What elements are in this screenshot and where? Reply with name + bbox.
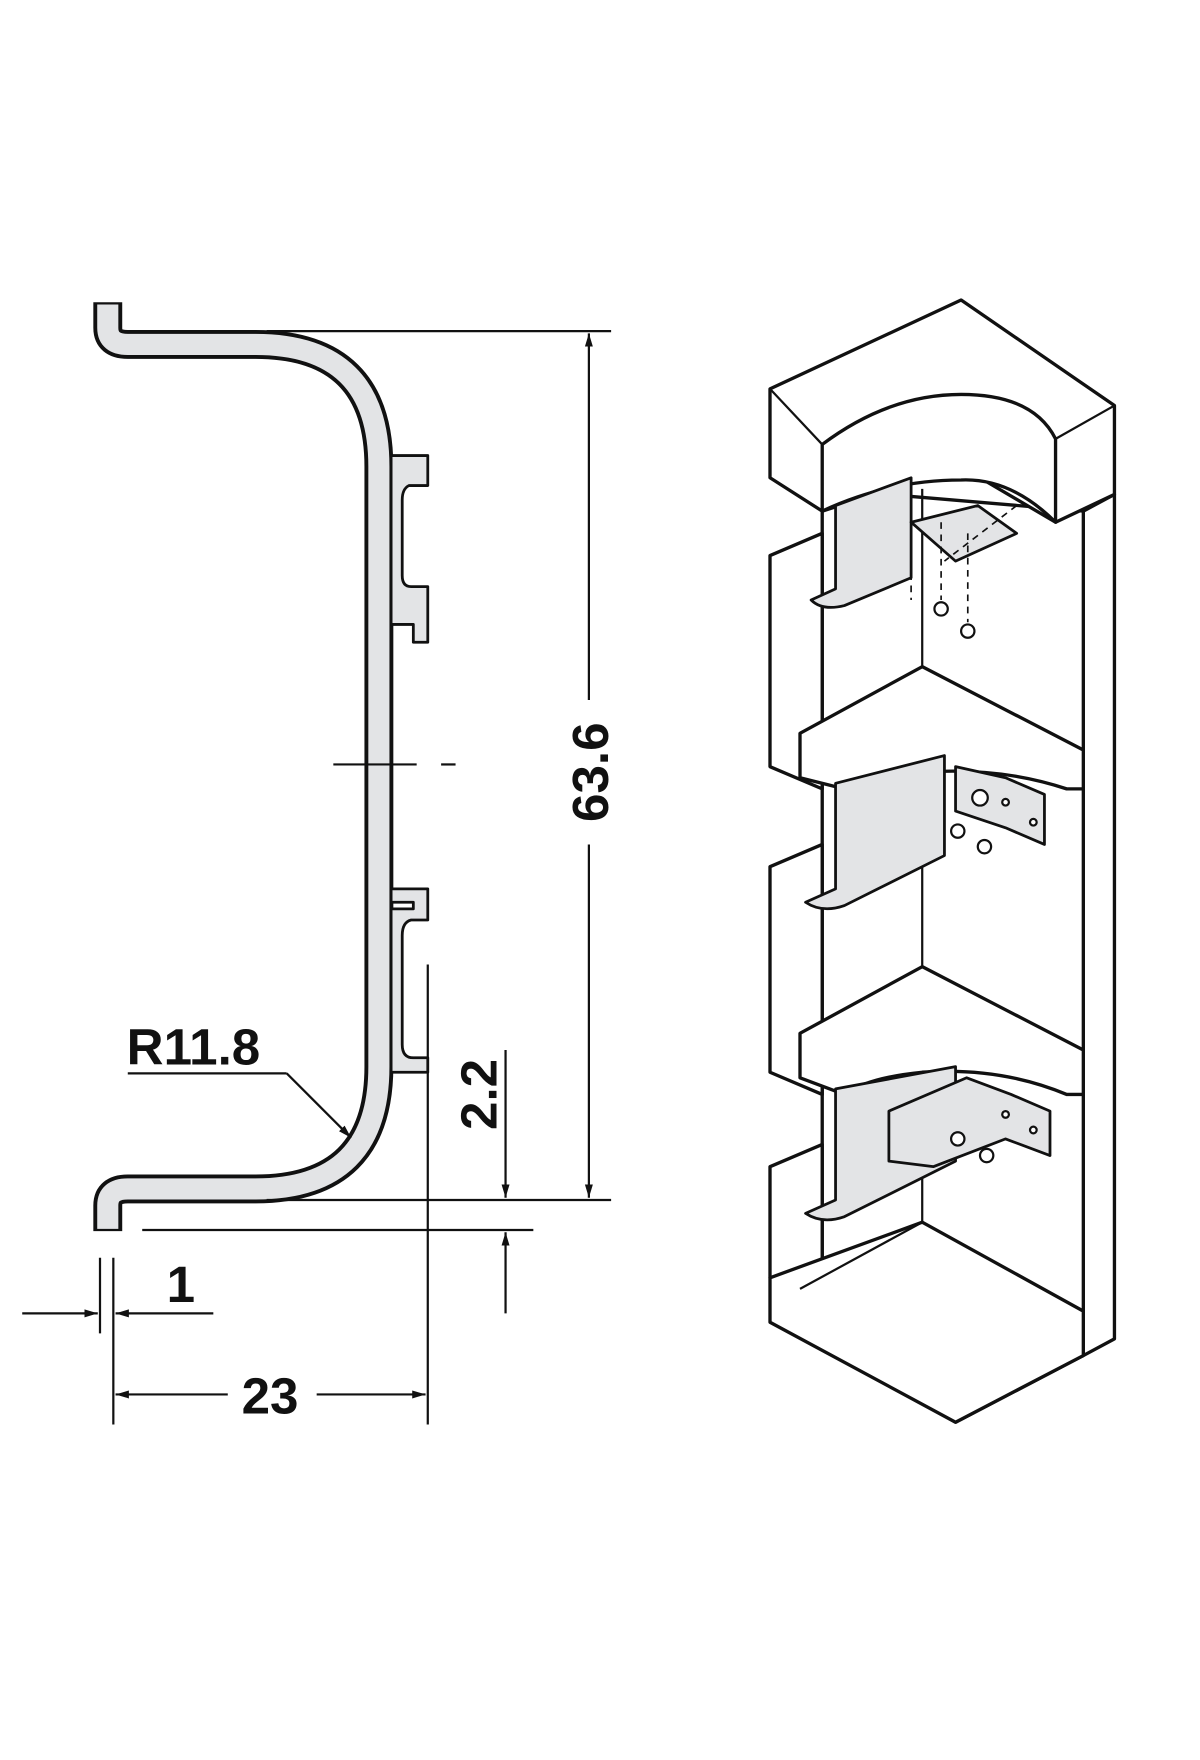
upper-slot	[389, 454, 430, 644]
height-label: 63.6	[562, 722, 619, 821]
thickness-label: 1	[167, 1256, 195, 1313]
radius-label: R11.8	[127, 1018, 261, 1075]
lower-slot	[389, 887, 430, 1074]
depth-dimension: 23	[115, 1367, 426, 1424]
height-dimension: 63.6	[266, 330, 619, 1202]
profile-section	[93, 302, 430, 1232]
depth-label: 23	[242, 1367, 299, 1424]
offset-label: 2.2	[451, 1059, 508, 1130]
offset-dimension: 2.2	[142, 964, 534, 1425]
cabinet-illustration	[768, 298, 1117, 1424]
thickness-dimension: 1	[22, 1256, 214, 1425]
radius-dimension: R11.8	[127, 1018, 352, 1139]
